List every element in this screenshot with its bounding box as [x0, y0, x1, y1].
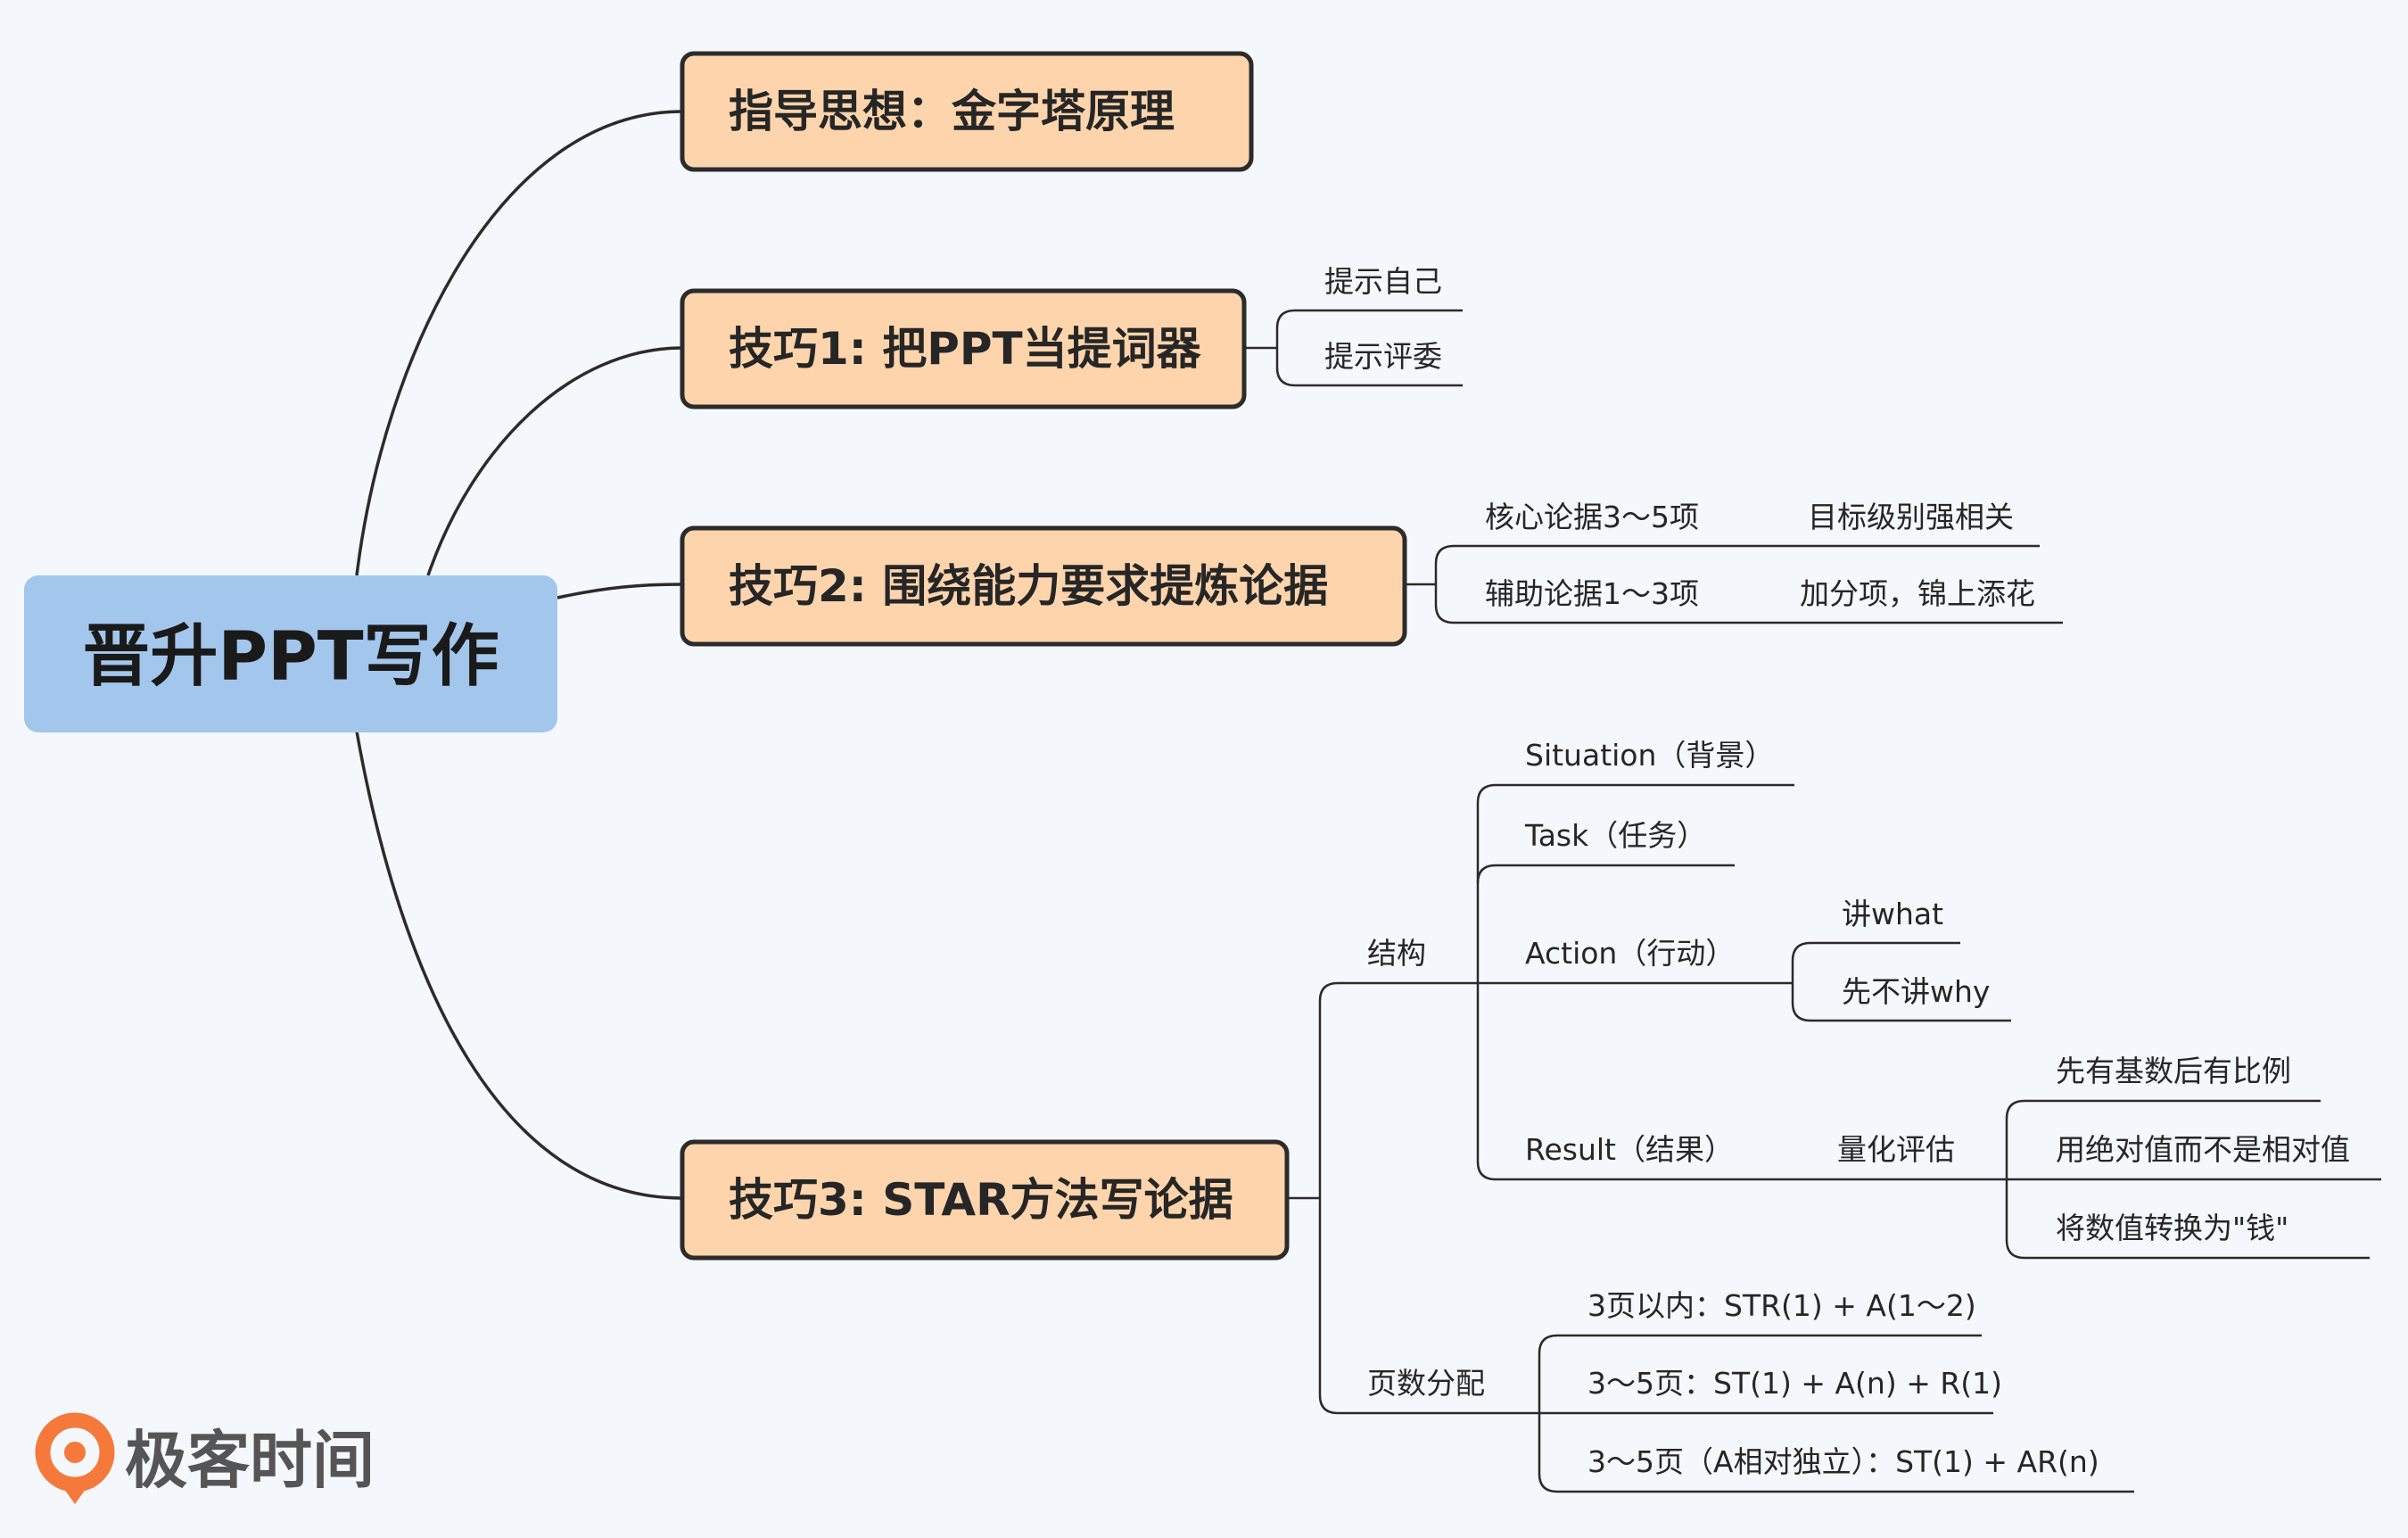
connector-b1: [355, 110, 683, 576]
root-node[interactable]: 晋升PPT写作: [24, 575, 557, 732]
branch-label-b2: 技巧1: 把PPT当提词器: [729, 323, 1202, 375]
leaf-result[interactable]: Result（结果）: [1525, 1132, 1734, 1167]
leaf-b3-core-child[interactable]: 目标级别强相关: [1808, 500, 2014, 534]
leaf-quant-1[interactable]: 先有基数后有比例: [2056, 1054, 2291, 1088]
leaf-quant-3[interactable]: 将数值转换为"钱": [2056, 1211, 2288, 1245]
root-box: [24, 575, 557, 732]
branch-node-b3[interactable]: 技巧2: 围绕能力要求提炼论据: [680, 525, 1407, 647]
branch-node-b4[interactable]: 技巧3: STAR方法写论据: [680, 1139, 1290, 1261]
branch-label-b4: 技巧3: STAR方法写论据: [729, 1174, 1233, 1226]
leaf-structure[interactable]: 结构: [1367, 936, 1426, 971]
leaf-b2-1[interactable]: 提示自己: [1324, 264, 1442, 299]
leaf-pages-3[interactable]: 3～5页（A相对独立）：ST(1) + AR(n): [1587, 1444, 2099, 1479]
leaf-action[interactable]: Action（行动）: [1525, 936, 1735, 971]
connector-b3: [557, 583, 683, 599]
leaf-labels: 提示自己 提示评委 核心论据3～5项 目标级别强相关 辅助论据1～3项 加分项，…: [1324, 264, 2350, 1479]
leaf-situation[interactable]: Situation（背景）: [1525, 738, 1774, 773]
leaf-action-what[interactable]: 讲what: [1842, 897, 1943, 931]
leaf-b2-2[interactable]: 提示评委: [1324, 339, 1442, 374]
logo-text: 极客时间: [125, 1424, 375, 1497]
branch-label-b3: 技巧2: 围绕能力要求提炼论据: [729, 560, 1328, 612]
leaf-quant-2[interactable]: 用绝对值而不是相对值: [2056, 1132, 2350, 1167]
logo: 极客时间: [35, 1412, 375, 1504]
leaf-quant[interactable]: 量化评估: [1837, 1132, 1955, 1167]
leaf-b3-core[interactable]: 核心论据3～5项: [1485, 500, 1699, 534]
connector-b4: [355, 731, 683, 1200]
leaf-b3-aux[interactable]: 辅助论据1～3项: [1485, 576, 1699, 611]
branch-node-b2[interactable]: 技巧1: 把PPT当提词器: [680, 288, 1247, 409]
leaf-action-why[interactable]: 先不讲why: [1842, 974, 1990, 1009]
leaf-pages-1[interactable]: 3页以内：STR(1) + A(1～2): [1587, 1288, 1976, 1323]
geektime-logo-icon: [35, 1412, 115, 1504]
b4-subtree: [1287, 783, 2381, 1493]
leaf-pages-2[interactable]: 3～5页：ST(1) + A(n) + R(1): [1587, 1366, 2002, 1401]
main-connectors: [355, 110, 683, 1200]
leaf-pages[interactable]: 页数分配: [1367, 1366, 1485, 1401]
root-label: 晋升PPT写作: [82, 616, 499, 696]
leaf-task[interactable]: Task（任务）: [1524, 818, 1706, 853]
branch-node-b1[interactable]: 指导思想：金字塔原理: [680, 51, 1254, 172]
b2-leaves: [1244, 309, 1463, 387]
leaf-b3-aux-child[interactable]: 加分项，锦上添花: [1800, 576, 2035, 611]
branch-label-b1: 指导思想：金字塔原理: [729, 86, 1175, 137]
connector-b2: [426, 346, 683, 576]
b3-leaves: [1405, 544, 2063, 624]
